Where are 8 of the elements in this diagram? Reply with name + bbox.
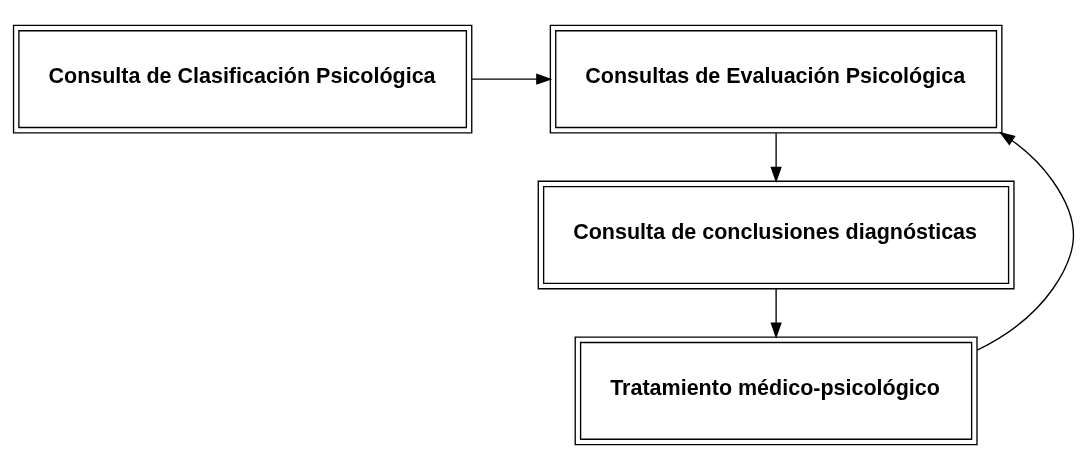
arrow	[471, 73, 553, 85]
node-box: Consulta de Clasificación Psicológica	[12, 24, 473, 134]
node-box: Consulta de conclusiones diagnósticas	[537, 180, 1015, 290]
node-box: Consultas de Evaluación Psicológica	[549, 24, 1003, 134]
node-box: Tratamiento médico-psicológico	[574, 336, 978, 446]
arrow	[976, 131, 1075, 351]
arrow	[770, 288, 782, 339]
arrow	[770, 132, 782, 183]
